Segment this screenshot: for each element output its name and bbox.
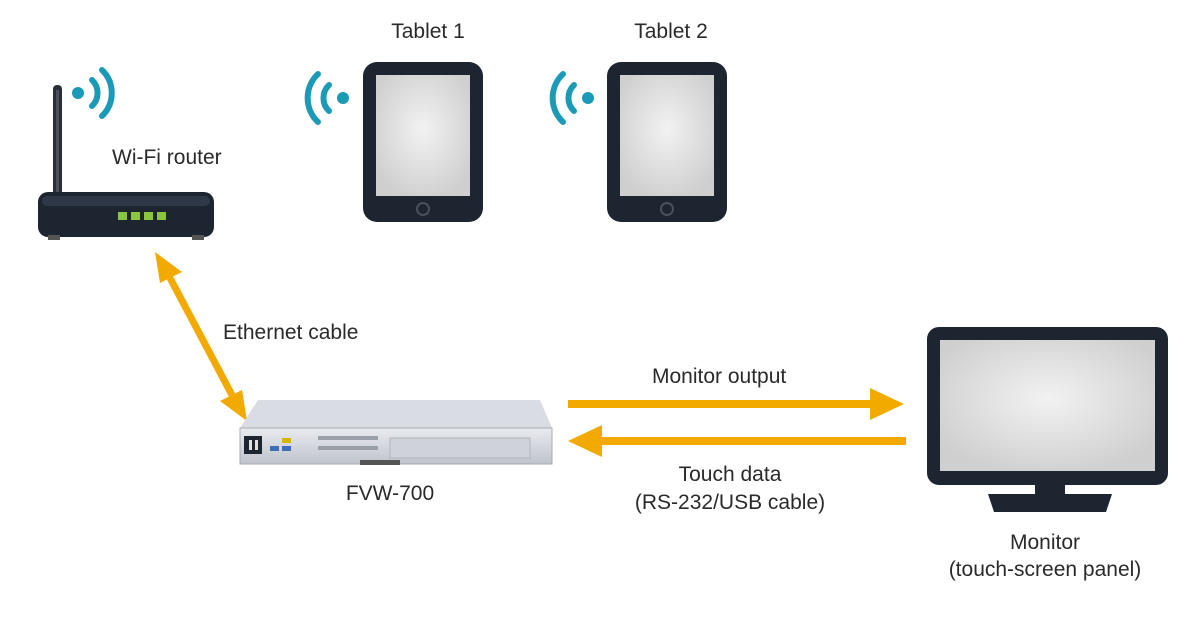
touch-data-arrow xyxy=(568,425,906,457)
wifi-icon xyxy=(304,71,349,125)
monitor-icon xyxy=(927,327,1168,512)
tablet-1-label: Tablet 1 xyxy=(391,20,465,43)
router-icon xyxy=(38,85,214,240)
device-icon xyxy=(239,400,553,465)
wifi-icon xyxy=(549,71,594,125)
ethernet-arrow xyxy=(155,252,247,421)
touch-cable-label: (RS-232/USB cable) xyxy=(634,491,826,514)
touch-data-label: Touch data xyxy=(678,463,782,486)
tablet-icon xyxy=(363,62,483,222)
ethernet-cable-label: Ethernet cable xyxy=(223,321,359,344)
router-label: Wi-Fi router xyxy=(112,146,222,169)
monitor-label: Monitor xyxy=(1009,531,1081,554)
tablet-icon xyxy=(607,62,727,222)
tablet-2-label: Tablet 2 xyxy=(634,20,708,43)
wifi-icon xyxy=(72,67,115,119)
device-label: FVW-700 xyxy=(345,482,435,505)
monitor-output-arrow xyxy=(568,388,904,420)
monitor-output-label: Monitor output xyxy=(652,365,787,388)
monitor-sub-label: (touch-screen panel) xyxy=(948,558,1142,581)
